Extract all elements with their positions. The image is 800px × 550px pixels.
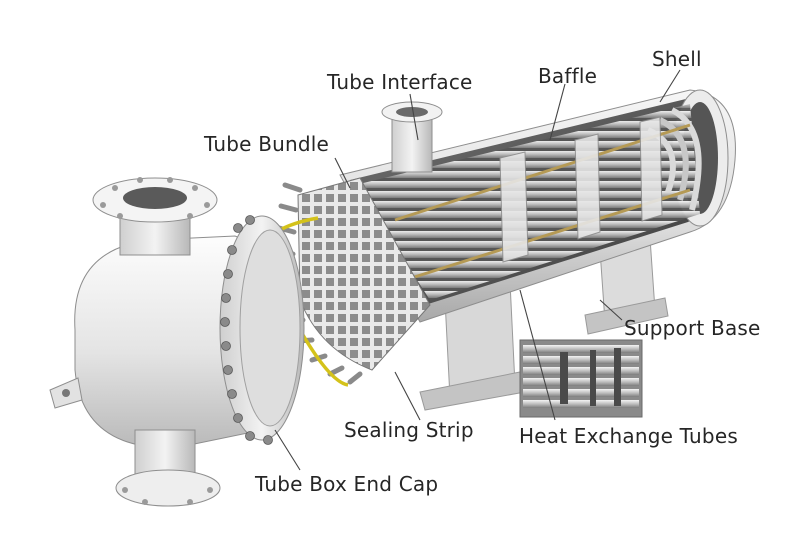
support-base: [419, 237, 669, 411]
tube-box-end-cap: [49, 177, 305, 507]
label-shell: Shell: [652, 47, 702, 71]
label-baffle: Baffle: [538, 64, 598, 88]
label-tube-bundle: Tube Bundle: [204, 132, 330, 156]
heat-exchange-tubes-inset: [519, 339, 643, 418]
label-support-base: Support Base: [624, 316, 761, 340]
label-heat-exchange-tubes: Heat Exchange Tubes: [519, 424, 738, 448]
tube-interface-nozzle: [381, 101, 443, 173]
label-tube-box-end-cap: Tube Box End Cap: [255, 472, 439, 496]
label-sealing-strip: Sealing Strip: [344, 418, 474, 442]
leader-lines: [274, 69, 681, 471]
baffle: [499, 116, 663, 263]
label-tube-interface: Tube Interface: [327, 70, 473, 94]
